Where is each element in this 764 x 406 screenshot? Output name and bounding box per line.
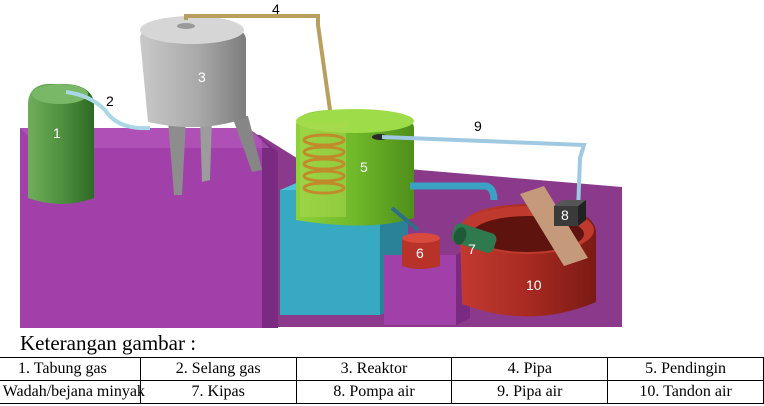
legend-item: 6. Wadah/bejana minyak — [0, 380, 145, 404]
cooler — [296, 109, 414, 226]
callout-4: 4 — [272, 1, 280, 17]
legend-item: 4. Pipa — [451, 357, 609, 381]
callout-6: 6 — [416, 245, 424, 261]
figure-caption: Keterangan gambar : — [20, 331, 197, 355]
callout-8: 8 — [561, 207, 569, 223]
apparatus-diagram: 1 2 3 4 5 6 7 8 9 10 — [20, 1, 622, 328]
gas-hose — [65, 90, 151, 131]
water-pipe — [381, 135, 587, 213]
legend-item: 7. Kipas — [139, 380, 297, 404]
oil-container — [402, 233, 440, 269]
legend-item: 1. Tabung gas — [0, 357, 141, 381]
legend-item: 3. Reaktor — [295, 357, 453, 381]
callout-1: 1 — [53, 125, 61, 141]
oil-tube — [390, 206, 420, 232]
legend-item: 2. Selang gas — [139, 357, 297, 381]
callout-7: 7 — [468, 241, 476, 257]
reactor-tank — [140, 16, 262, 195]
fan — [451, 223, 497, 253]
water-pump — [554, 200, 586, 226]
callout-2: 2 — [106, 93, 114, 109]
legend-table: 1. Tabung gas 2. Selang gas 3. Reaktor 4… — [0, 357, 764, 404]
callout-9: 9 — [474, 118, 482, 134]
callout-10: 10 — [526, 277, 542, 293]
callout-5: 5 — [360, 159, 368, 175]
cooling-coil — [302, 133, 346, 195]
legend-item: 9. Pipa air — [451, 380, 609, 404]
legend-item: 5. Pendingin — [607, 357, 764, 381]
legend-item: 8. Pompa air — [295, 380, 453, 404]
callout-3: 3 — [198, 69, 206, 85]
legend-row: 6. Wadah/bejana minyak 7. Kipas 8. Pompa… — [0, 380, 764, 404]
legend-item: 10. Tandon air — [607, 380, 764, 404]
gas-cylinder — [28, 83, 94, 204]
cooler-outlet-pipe — [410, 182, 498, 201]
legend-row: 1. Tabung gas 2. Selang gas 3. Reaktor 4… — [0, 357, 764, 381]
